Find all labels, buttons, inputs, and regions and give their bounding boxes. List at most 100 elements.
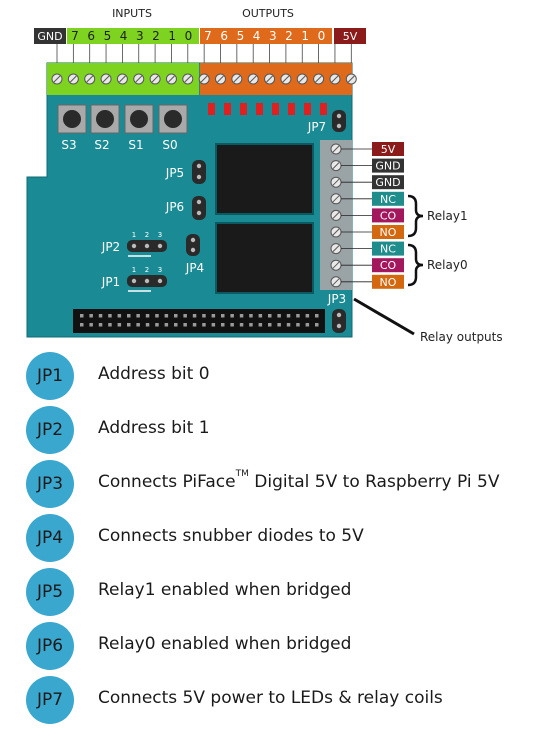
- legend-item-jp4: JP4 Connects snubber diodes to 5V: [0, 514, 545, 564]
- gpio-pin: [145, 323, 150, 327]
- relay-outputs-label: Relay outputs: [420, 330, 503, 344]
- gnd-pin-box: [34, 28, 66, 44]
- gpio-pin: [117, 323, 122, 327]
- relay-terminal-badge: [372, 208, 404, 223]
- output-led: [224, 103, 231, 115]
- fivev-pin-label: 5V: [343, 30, 358, 43]
- gpio-pin: [249, 323, 253, 327]
- gpio-pin: [221, 314, 225, 318]
- switch-button-cap: [96, 110, 114, 128]
- trademark-mark: TM: [235, 469, 249, 479]
- gpio-pin: [249, 314, 253, 318]
- gpio-pin: [305, 323, 310, 327]
- legend-item-jp6: JP6 Relay0 enabled when bridged: [0, 622, 545, 672]
- relay-terminal-label: 5V: [381, 143, 396, 156]
- jp7-label: JP7: [307, 120, 326, 134]
- gpio-pin: [89, 314, 93, 318]
- gpio-pin: [239, 314, 244, 318]
- relay-terminal-label: GND: [375, 176, 400, 189]
- screw-slot: [86, 75, 94, 83]
- legend-item-jp1: JP1 Address bit 0: [0, 352, 545, 402]
- gpio-pin: [155, 314, 159, 318]
- jp6-jumper: [192, 196, 206, 220]
- relay-terminal-label: GND: [375, 160, 400, 173]
- gpio-pin: [183, 323, 187, 327]
- output-led: [240, 103, 247, 115]
- gpio-pin: [136, 314, 140, 318]
- gpio-pin: [286, 314, 291, 318]
- gpio-pin: [136, 323, 140, 327]
- gpio-pin: [305, 314, 310, 318]
- output-pin-number: 2: [285, 29, 293, 43]
- gpio-pin: [117, 314, 122, 318]
- relay0-brace: [407, 243, 424, 287]
- jp5-description: Relay1 enabled when bridged: [98, 580, 352, 600]
- input-pin-number: 7: [71, 29, 79, 43]
- jp3-jumper: [332, 309, 346, 333]
- screw-slot: [233, 75, 241, 83]
- jp1-pin1: 1: [132, 266, 136, 274]
- input-pin-number: 5: [104, 29, 112, 43]
- screw-slot: [119, 75, 126, 83]
- gpio-pin: [239, 323, 244, 327]
- screw-slot: [135, 75, 143, 83]
- screw-slot: [332, 212, 340, 219]
- switch-label: S1: [128, 138, 143, 152]
- jp6-label: JP6: [165, 200, 184, 214]
- relay-terminal-badge: [372, 191, 404, 206]
- switch-s1[interactable]: [124, 104, 154, 134]
- screw-slot: [102, 75, 110, 83]
- screw-slot: [332, 228, 340, 236]
- jp2-pin1: 1: [132, 231, 136, 239]
- legend-item-jp2: JP2 Address bit 1: [0, 406, 545, 456]
- outputs-label: OUTPUTS: [242, 7, 294, 20]
- jp1-pin2: 2: [145, 266, 149, 274]
- inputs-label: INPUTS: [112, 7, 152, 20]
- output-led: [256, 103, 263, 115]
- output-led: [320, 103, 327, 115]
- gpio-pin: [164, 323, 169, 327]
- output-pin-number: 3: [269, 29, 277, 43]
- screw-slot: [217, 75, 224, 83]
- screw-slot: [332, 195, 340, 203]
- legend-item-jp5: JP5 Relay1 enabled when bridged: [0, 568, 545, 618]
- output-pin-number: 0: [318, 29, 326, 43]
- gpio-pin: [296, 314, 300, 318]
- gpio-pin: [315, 314, 319, 318]
- relay-terminal-badge: [372, 158, 404, 173]
- jp2-pin2: 2: [145, 231, 149, 239]
- relay-terminal-label: NC: [380, 243, 396, 256]
- input-pin-number: 2: [152, 29, 160, 43]
- jp4-description: Connects snubber diodes to 5V: [98, 526, 364, 546]
- relay1-body: [215, 143, 314, 215]
- gpio-pin: [192, 323, 197, 327]
- output-led: [272, 103, 279, 115]
- relay-terminal-label: CO: [380, 209, 397, 222]
- jp1-description: Address bit 0: [98, 364, 210, 384]
- gpio-pin: [211, 314, 216, 318]
- relay-terminal-label: NC: [380, 193, 396, 206]
- legend-item-jp7: JP7 Connects 5V power to LEDs & relay co…: [0, 676, 545, 726]
- gpio-pin: [108, 323, 112, 327]
- gpio-pin: [230, 323, 234, 327]
- screw-slot: [332, 278, 340, 286]
- jp6-description: Relay0 enabled when bridged: [98, 634, 352, 654]
- screw-slot: [266, 75, 273, 83]
- gpio-pin: [221, 323, 225, 327]
- legend-item-jp3: JP3 Connects PiFaceTM Digital 5V to Rasp…: [0, 460, 545, 510]
- relay-terminal-badge: [372, 241, 404, 256]
- relay-terminal-badge: [372, 258, 404, 273]
- gpio-pin: [268, 314, 272, 318]
- jp1-pin3: 3: [158, 266, 162, 274]
- gpio-pin: [80, 323, 84, 327]
- screw-slot: [249, 75, 257, 83]
- relay0-body: [215, 222, 314, 294]
- output-pin-number: 5: [237, 29, 245, 43]
- screw-slot: [332, 145, 340, 153]
- jp4-badge: JP4: [26, 514, 74, 562]
- output-pins-box: [200, 28, 332, 44]
- input-pin-number: 6: [87, 29, 95, 43]
- gpio-pin: [230, 314, 234, 318]
- gpio-pin: [211, 323, 216, 327]
- gpio-pin: [174, 323, 178, 327]
